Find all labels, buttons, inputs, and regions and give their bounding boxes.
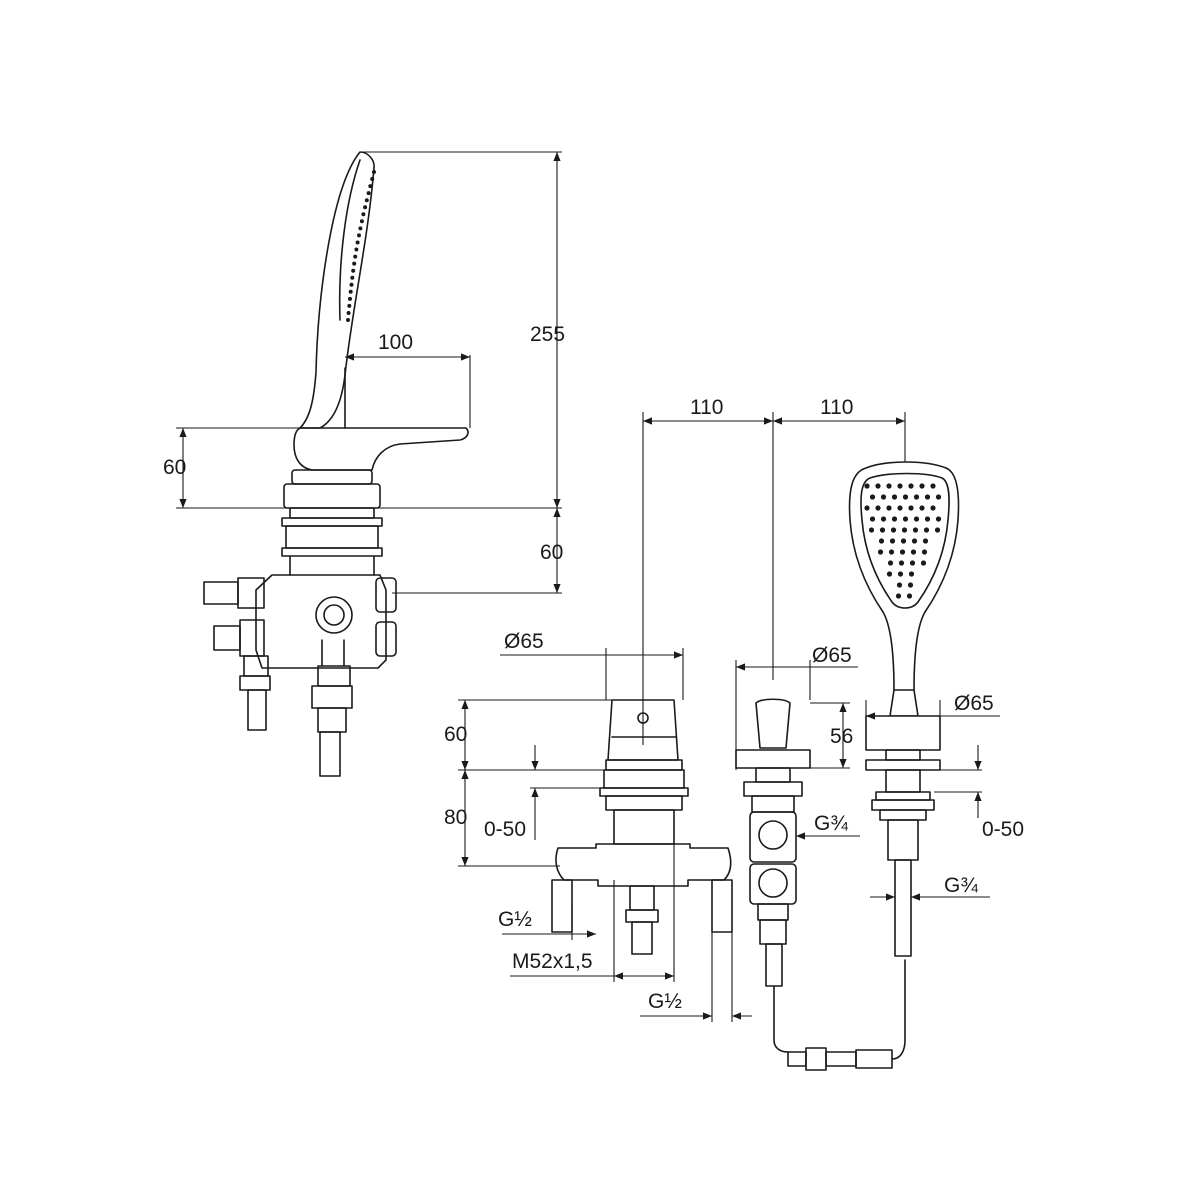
side-dim-total-height: 255 [530,323,565,346]
mixer-diameter: Ø65 [504,630,544,653]
mixer-below-deck: 80 [444,806,467,829]
mixer-unit: Ø65 60 80 0-50 [444,630,752,1022]
side-dim-below-deck: 60 [540,541,563,564]
mixer-body-thread: M52x1,5 [512,950,593,973]
handshower-diameter: Ø65 [954,692,994,715]
mixer-deck-range: 0-50 [484,818,526,841]
diverter-height: 56 [830,725,853,748]
handshower-deck-range: 0-50 [982,818,1024,841]
side-dim-reach: 100 [378,331,413,354]
diverter-diameter: Ø65 [812,644,852,667]
side-view: 100 255 60 60 [163,151,565,777]
mixer-height: 60 [444,723,467,746]
handshower-thread: G¾ [944,874,978,897]
handshower-head [848,461,960,691]
side-dim-body-height: 60 [163,456,186,479]
front-dim-spacing-left: 110 [690,396,723,419]
diverter-unit: Ø65 56 G¾ [735,644,906,1071]
diverter-thread: G¾ [814,812,848,835]
front-dim-spacing-right: 110 [820,396,853,419]
mixer-outlet-thread: G½ [648,990,682,1013]
handshower-nozzles [864,483,942,599]
side-spout [293,427,469,471]
mixer-inlet-thread: G½ [498,908,532,931]
side-nozzle-dots [346,170,376,322]
side-valve-body [255,574,387,669]
mixer-body [555,843,732,887]
front-view: 110 110 Ø65 [444,396,1024,1071]
handshower-unit: Ø65 0-50 G¾ [848,461,1024,957]
side-handshower-outline [299,151,375,429]
diverter-knob [755,698,791,749]
